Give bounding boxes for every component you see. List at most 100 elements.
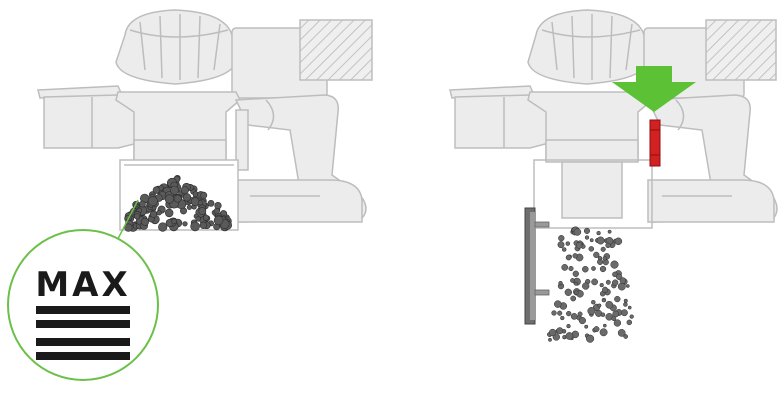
debris-particle (200, 222, 207, 229)
bin-base-door (525, 208, 549, 324)
debris-particle (191, 222, 200, 231)
debris-particle (559, 281, 563, 285)
debris-particle (187, 205, 192, 210)
debris-particle (562, 264, 568, 270)
debris-particle (566, 242, 570, 246)
debris-particle (608, 230, 611, 233)
debris-particle (602, 298, 606, 302)
debris-particle (165, 209, 173, 217)
debris-particle (165, 195, 174, 204)
debris-particle (141, 218, 148, 225)
debris-particle (600, 329, 607, 336)
debris-particle (181, 187, 188, 194)
debris-particle (567, 324, 571, 328)
debris-particle (579, 317, 586, 324)
debris-particle (565, 289, 572, 296)
debris-particle (554, 301, 561, 308)
debris-particle (170, 186, 178, 194)
debris-particle (150, 211, 157, 218)
debris-particle (548, 338, 551, 341)
debris-particle (183, 222, 188, 227)
debris-particle (157, 210, 162, 215)
debris-particle (549, 329, 556, 336)
debris-particle (208, 200, 214, 206)
debris-particle (571, 296, 576, 301)
vacuum-right-illustration (450, 10, 777, 228)
debris-particle (606, 280, 610, 284)
debris-particle (626, 284, 629, 287)
debris-particle (586, 335, 594, 343)
debris-particle (613, 311, 619, 317)
debris-particle (592, 279, 598, 285)
debris-particle (603, 257, 607, 261)
debris-particle (585, 236, 589, 240)
debris-particle (557, 311, 562, 316)
debris-particle (627, 320, 632, 325)
debris-particle (571, 313, 577, 319)
debris-particle (588, 307, 595, 314)
debris-particle (582, 266, 588, 272)
debris-particle (566, 311, 571, 316)
debris-particle (597, 231, 601, 235)
max-line-mark (36, 338, 130, 346)
debris-particle (597, 237, 604, 244)
debris-particle (201, 192, 207, 198)
debris-particle (199, 207, 206, 214)
debris-particle (198, 200, 203, 205)
bin-release-button (650, 120, 660, 166)
debris-particle (601, 313, 605, 317)
debris-particle (603, 324, 606, 327)
debris-particle (573, 271, 579, 277)
debris-particle (560, 316, 564, 320)
debris-particle (612, 280, 618, 286)
debris-particle (576, 242, 582, 248)
debris-particle (590, 239, 593, 242)
debris-particle (621, 310, 627, 316)
debris-particle (191, 198, 199, 206)
debris-particle (196, 217, 201, 222)
debris-particle (591, 266, 595, 270)
debris-particle (598, 256, 602, 260)
debris-particle (624, 299, 628, 303)
debris-particle (630, 315, 634, 319)
debris-particle (566, 332, 573, 339)
debris-particle (174, 195, 181, 202)
debris-particle (594, 326, 599, 331)
debris-particle (606, 301, 613, 308)
debris-particle (600, 266, 606, 272)
debris-particle (600, 283, 604, 287)
debris-particle (612, 317, 616, 321)
debris-particle (575, 291, 579, 295)
debris-particle (611, 261, 619, 269)
debris-particle (615, 238, 622, 245)
debris-particle (214, 216, 223, 225)
debris-particle (618, 283, 625, 290)
debris-particle (618, 329, 625, 336)
debris-particle (148, 196, 157, 205)
debris-particle (574, 229, 581, 236)
debris-particle (215, 202, 222, 209)
debris-particle (578, 312, 582, 316)
debris-particle (606, 243, 611, 248)
debris-particle (584, 228, 590, 234)
debris-particle (598, 304, 601, 307)
max-line-mark (36, 320, 130, 328)
debris-particle (134, 214, 140, 220)
debris-particle (574, 282, 577, 285)
max-label: MAX (35, 265, 130, 305)
debris-particle (214, 208, 220, 214)
debris-particle (623, 303, 627, 307)
debris-particle (183, 194, 191, 202)
debris-particle (628, 306, 631, 309)
debris-particle (569, 266, 574, 271)
debris-particle (552, 311, 557, 316)
max-line-mark (36, 306, 130, 314)
debris-particle (172, 219, 177, 224)
debris-particle (570, 278, 574, 282)
debris-falling (547, 227, 633, 343)
debris-particle (589, 246, 594, 251)
debris-particle (557, 328, 563, 334)
debris-particle (203, 215, 208, 220)
debris-particle (153, 187, 160, 194)
